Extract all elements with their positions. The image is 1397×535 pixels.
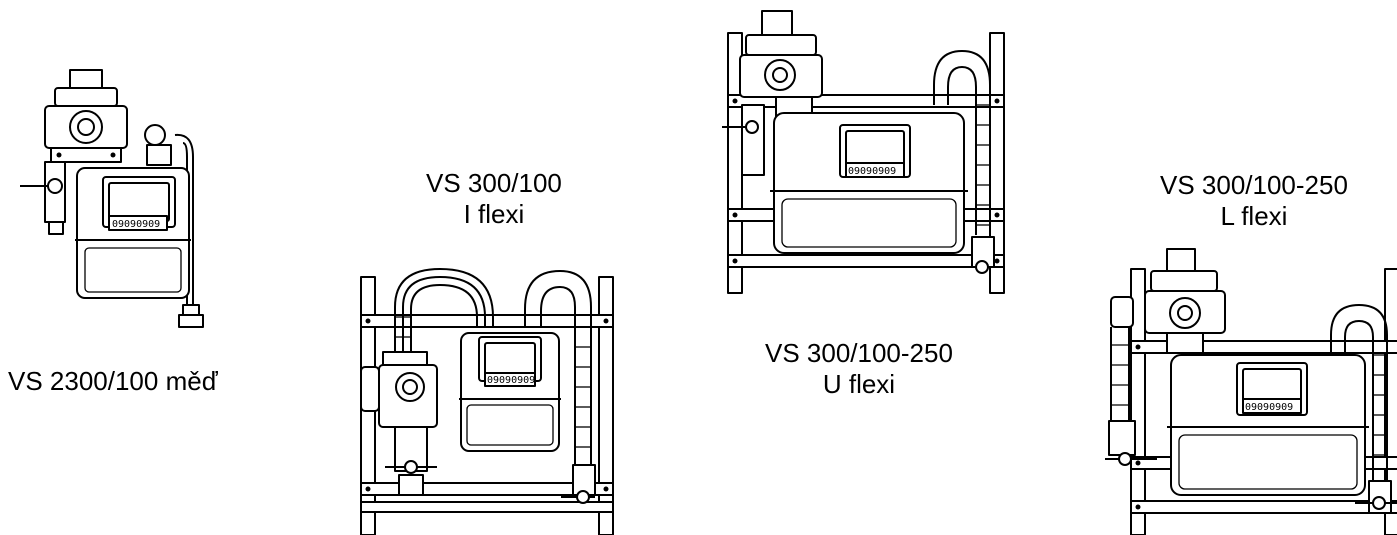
caption-variant-3: VS 300/100-250 U flexi — [765, 338, 953, 399]
pressure-regulator — [1110, 248, 1226, 354]
diagram-vs300-i-flexi: 09090909 — [355, 247, 620, 535]
meter-counter: 09090909 — [848, 166, 896, 177]
caption-variant-4: VS 300/100-250 L flexi — [1160, 170, 1348, 231]
diagram-vs2300-copper: 09090909 — [15, 65, 215, 335]
pressure-regulator — [722, 10, 823, 176]
caption-variant-1: VS 2300/100 měď — [8, 366, 218, 396]
mounting-frame — [360, 276, 614, 535]
diagram-vs300-l-flexi: 09090909 — [1105, 245, 1397, 535]
caption-variant-2: VS 300/100 I flexi — [426, 168, 562, 229]
diagram-vs300-u-flexi: 09090909 — [722, 5, 1012, 295]
pressure-regulator — [360, 351, 438, 496]
pressure-regulator — [44, 69, 128, 163]
meter-counter: 09090909 — [487, 375, 535, 386]
meter-counter: 09090909 — [1245, 402, 1293, 413]
meter-counter: 09090909 — [112, 219, 160, 230]
gas-meter: 09090909 — [1167, 354, 1369, 496]
gas-meter: 09090909 — [75, 167, 191, 299]
gas-meter: 09090909 — [459, 332, 561, 452]
gas-meter: 09090909 — [770, 112, 968, 254]
